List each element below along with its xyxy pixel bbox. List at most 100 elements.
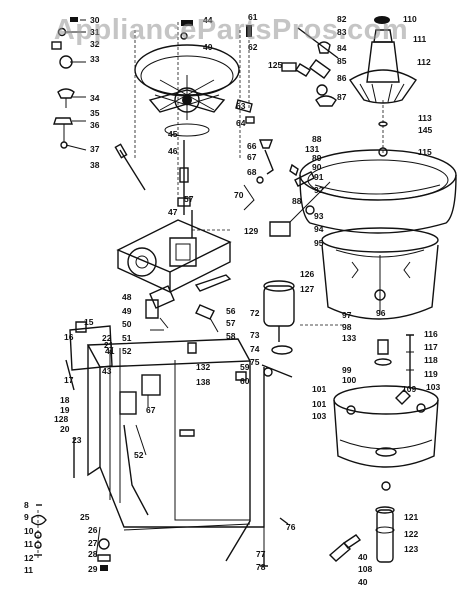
callout-63: 63 bbox=[236, 101, 246, 111]
callout-115: 115 bbox=[418, 147, 432, 157]
callout-34: 34 bbox=[90, 93, 100, 103]
cabinet-assembly bbox=[31, 321, 289, 571]
callout-89: 89 bbox=[312, 153, 322, 163]
callout-108: 108 bbox=[358, 564, 372, 574]
callout-97: 97 bbox=[342, 310, 352, 320]
callout-113: 113 bbox=[418, 113, 432, 123]
callout-40: 40 bbox=[358, 552, 368, 562]
transmission-assembly bbox=[116, 210, 232, 333]
callout-76: 76 bbox=[286, 522, 296, 532]
callout-41: 41 bbox=[105, 346, 115, 356]
callout-82: 82 bbox=[337, 14, 347, 24]
callout-131: 131 bbox=[305, 144, 319, 154]
callout-103: 103 bbox=[426, 382, 440, 392]
callout-58: 58 bbox=[226, 331, 236, 341]
callout-75: 75 bbox=[250, 357, 260, 367]
callout-32: 32 bbox=[90, 39, 100, 49]
callout-92: 92 bbox=[314, 185, 324, 195]
callout-20: 20 bbox=[60, 424, 70, 434]
callout-87: 87 bbox=[337, 92, 347, 102]
callout-29: 29 bbox=[88, 564, 98, 574]
callout-111: 111 bbox=[413, 34, 427, 44]
callout-37: 37 bbox=[90, 144, 100, 154]
callout-56: 56 bbox=[226, 306, 236, 316]
callout-43: 43 bbox=[102, 366, 112, 376]
callout-133: 133 bbox=[342, 333, 356, 343]
callout-64: 64 bbox=[236, 118, 246, 128]
motor-pump-assembly bbox=[261, 280, 392, 378]
callout-labels: 3031323334353637384440454657476162636466… bbox=[24, 12, 440, 587]
callout-60: 60 bbox=[240, 376, 250, 386]
callout-22: 22 bbox=[102, 333, 112, 343]
callout-112: 112 bbox=[417, 57, 431, 67]
callout-51: 51 bbox=[122, 333, 132, 343]
callout-145: 145 bbox=[418, 125, 432, 135]
top-right-parts bbox=[281, 16, 418, 157]
callout-128: 128 bbox=[54, 414, 68, 424]
agitator-top-assembly bbox=[134, 20, 241, 215]
callout-15: 15 bbox=[84, 317, 94, 327]
callout-101: 101 bbox=[312, 384, 326, 394]
callout-8: 8 bbox=[24, 500, 29, 510]
callout-132: 132 bbox=[196, 362, 210, 372]
callout-118: 118 bbox=[424, 355, 438, 365]
callout-122: 122 bbox=[404, 529, 418, 539]
callout-117: 117 bbox=[424, 342, 438, 352]
callout-50: 50 bbox=[122, 319, 132, 329]
callout-90: 90 bbox=[312, 162, 322, 172]
callout-98: 98 bbox=[342, 322, 352, 332]
callout-74: 74 bbox=[250, 344, 260, 354]
callout-59: 59 bbox=[240, 362, 250, 372]
callout-18: 18 bbox=[60, 395, 70, 405]
callout-85: 85 bbox=[337, 56, 347, 66]
callout-40: 40 bbox=[203, 42, 213, 52]
callout-25: 25 bbox=[80, 512, 90, 522]
callout-9: 9 bbox=[24, 512, 29, 522]
callout-48: 48 bbox=[122, 292, 132, 302]
callout-91: 91 bbox=[314, 172, 324, 182]
callout-125: 125 bbox=[268, 60, 282, 70]
outer-tub-assembly bbox=[269, 149, 457, 320]
callout-21: 21 bbox=[104, 340, 114, 350]
callout-23: 23 bbox=[72, 435, 82, 445]
callout-52: 52 bbox=[134, 450, 144, 460]
callout-96: 96 bbox=[376, 308, 386, 318]
callout-16: 16 bbox=[64, 332, 74, 342]
callout-103: 103 bbox=[312, 411, 326, 421]
callout-17: 17 bbox=[64, 375, 74, 385]
top-left-parts bbox=[51, 17, 146, 191]
callout-45: 45 bbox=[168, 129, 178, 139]
callout-12: 12 bbox=[24, 553, 34, 563]
callout-109: 109 bbox=[402, 384, 416, 394]
callout-67: 67 bbox=[247, 152, 257, 162]
callout-101: 101 bbox=[312, 399, 326, 409]
callout-129: 129 bbox=[244, 226, 258, 236]
callout-127: 127 bbox=[300, 284, 314, 294]
callout-26: 26 bbox=[88, 525, 98, 535]
callout-77: 77 bbox=[256, 549, 266, 559]
callout-116: 116 bbox=[424, 329, 438, 339]
callout-67: 67 bbox=[146, 405, 156, 415]
callout-84: 84 bbox=[337, 43, 347, 53]
callout-66: 66 bbox=[247, 141, 257, 151]
callout-47: 47 bbox=[168, 207, 178, 217]
callout-62: 62 bbox=[248, 42, 258, 52]
callout-70: 70 bbox=[234, 190, 244, 200]
callout-123: 123 bbox=[404, 544, 418, 554]
callout-10: 10 bbox=[24, 526, 34, 536]
basket-bottom-assembly bbox=[328, 334, 439, 563]
callout-28: 28 bbox=[88, 549, 98, 559]
callout-93: 93 bbox=[314, 211, 324, 221]
callout-46: 46 bbox=[168, 146, 178, 156]
callout-78: 78 bbox=[256, 562, 266, 572]
callout-11: 11 bbox=[24, 539, 33, 549]
callout-61: 61 bbox=[248, 12, 258, 22]
callout-57: 57 bbox=[226, 318, 236, 328]
callout-27: 27 bbox=[88, 538, 98, 548]
callout-110: 110 bbox=[403, 14, 417, 24]
callout-57: 57 bbox=[184, 194, 194, 204]
callout-72: 72 bbox=[250, 308, 260, 318]
callout-94: 94 bbox=[314, 224, 324, 234]
callout-88: 88 bbox=[312, 134, 322, 144]
